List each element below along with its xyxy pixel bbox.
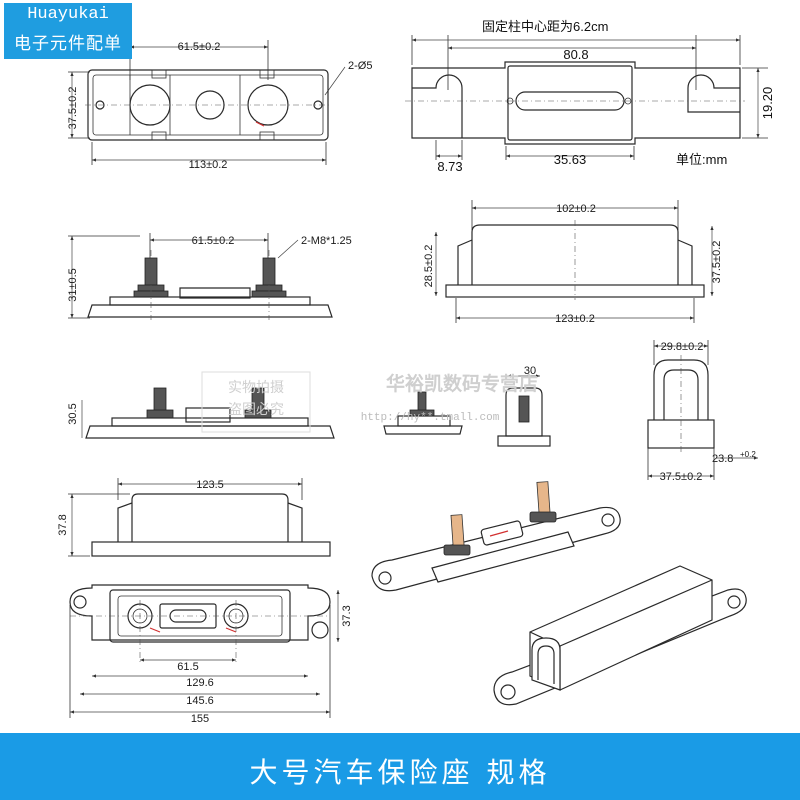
brand-logo: Huayukai 电子元件配单 (4, 3, 132, 59)
end-view-base-label: 37.5±0.2 (660, 471, 703, 483)
side-view-thread-label: 2-M8*1.25 (301, 235, 352, 247)
footer-title: 大号汽车保险座 规格 (249, 756, 551, 789)
assembled-top-spacing-label: 61.5 (177, 661, 198, 673)
cover-view: 102±0.2 28.5±0.2 37.5±0.2 123±0.2 (423, 200, 723, 325)
side-view-height-label: 31±0.5 (67, 268, 79, 302)
fuse-outline-view: 固定柱中心距为6.2cm 80.8 19.20 8.73 35.63 单位:mm (405, 19, 775, 174)
cover-height-right-label: 37.5±0.2 (711, 241, 723, 284)
cover-length-label: 102±0.2 (556, 203, 596, 215)
cover-height-left-label: 28.5±0.2 (423, 245, 435, 288)
end-view-width-label: 29.8±0.2 (661, 341, 704, 353)
footer-banner: 大号汽车保险座 规格 (0, 733, 800, 800)
watermark-store: 华裕凯数码专营店 (386, 372, 538, 395)
center-length-label: 35.63 (554, 152, 587, 167)
small-photo-side (383, 391, 463, 435)
top-view-length-label: 113±0.2 (189, 159, 228, 171)
logo-subtitle: 电子元件配单 (14, 34, 122, 54)
assembled-top-overall-label: 155 (191, 713, 209, 725)
slot-width-label: 8.73 (437, 159, 462, 174)
side-view-bolts: 61.5±0.2 2-M8*1.25 31±0.5 (67, 233, 352, 320)
top-view-base: 61.5±0.2 2-Ø5 37.5±0.2 113±0.2 (67, 40, 372, 171)
assembled-top-height-label: 37.3 (341, 605, 353, 626)
small-photo-end: 30 (497, 365, 551, 447)
top-view-spacing-label: 61.5±0.2 (178, 41, 221, 53)
side-view-spacing-label: 61.5±0.2 (192, 235, 235, 247)
watermark-real-photo: 实物拍摄 (228, 379, 284, 395)
photo-closed-cover (493, 565, 747, 706)
small-photo-width-label: 30 (524, 365, 536, 377)
top-view-height-label: 37.5±0.2 (67, 87, 79, 130)
watermark: 实物拍摄 盗图必究 华裕凯数码专营店 http://hy**.tmall.com (201, 371, 538, 433)
assembled-top-mid-label: 145.6 (186, 695, 214, 707)
assembled-side-length-label: 123.5 (196, 479, 224, 491)
watermark-url: http://hy**.tmall.com (361, 412, 500, 424)
assembled-side-view: 123.5 37.8 (57, 478, 331, 557)
assembled-top-inner-label: 129.6 (186, 677, 214, 689)
base-photo-height-label: 30.5 (67, 403, 79, 424)
center-distance-note: 固定柱中心距为6.2cm (482, 19, 608, 34)
cover-base-label: 123±0.2 (555, 313, 595, 325)
fuse-height-label: 19.20 (760, 87, 775, 120)
end-view: 29.8±0.2 23.8 +0.2 37.5±0.2 (647, 340, 758, 483)
watermark-copy-notice: 盗图必究 (228, 401, 284, 417)
assembled-side-height-label: 37.8 (57, 514, 69, 535)
top-view-holes-label: 2-Ø5 (348, 60, 372, 72)
end-view-depth-label: 23.8 (712, 453, 733, 465)
fuse-width-label: 80.8 (563, 47, 588, 62)
photo-open-base (371, 481, 621, 592)
end-view-depth-tol: +0.2 (740, 450, 756, 459)
assembled-top-view: 37.3 61.5 129.6 145.6 155 (69, 584, 353, 725)
base-photo: 30.5 (67, 387, 335, 439)
unit-label: 单位:mm (676, 152, 727, 167)
logo-brand: Huayukai (27, 5, 109, 24)
